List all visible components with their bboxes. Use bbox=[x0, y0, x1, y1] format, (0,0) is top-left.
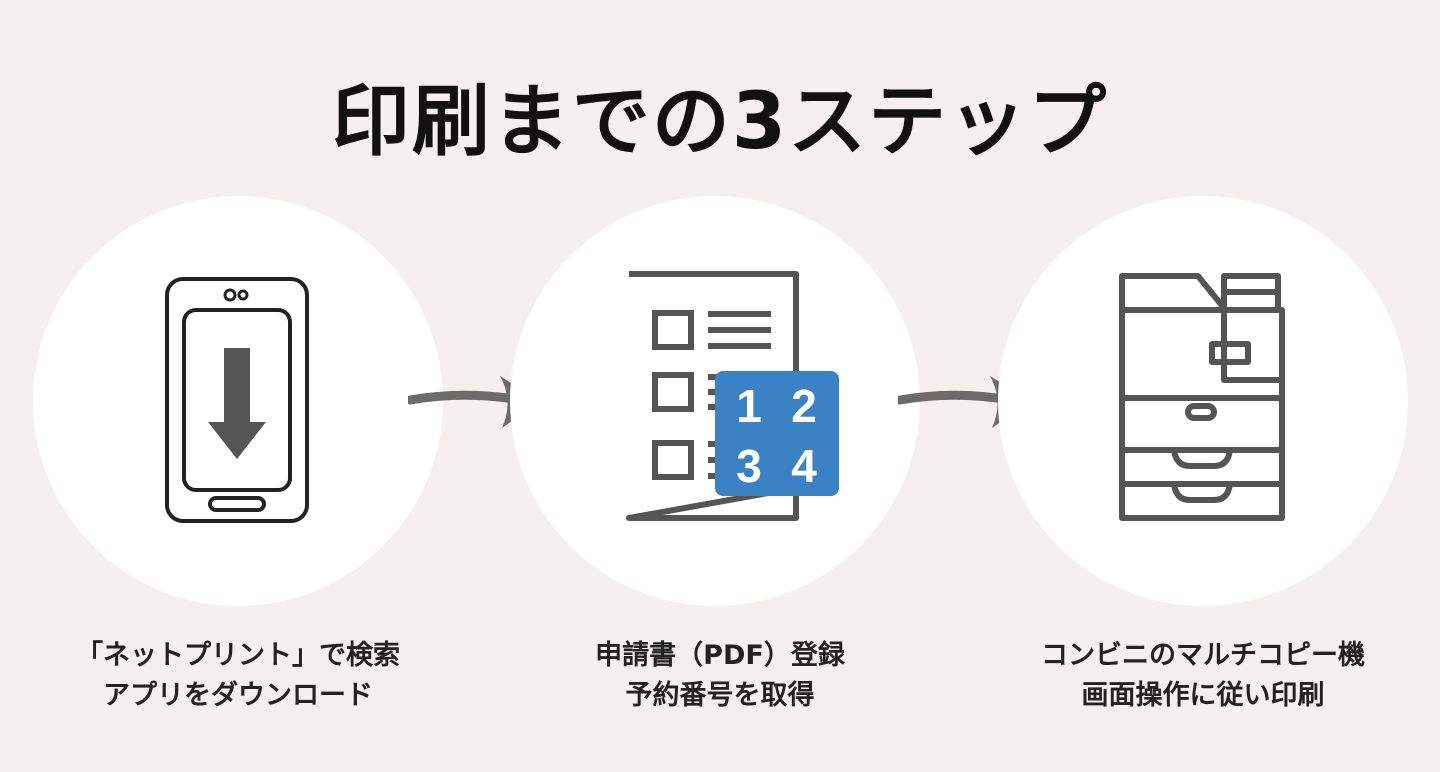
document-outline bbox=[626, 271, 799, 521]
step-1-caption-line-1: 「ネットプリント」で検索 bbox=[76, 640, 400, 671]
badge-digit-3: 3 bbox=[736, 440, 762, 492]
camera-dot-1 bbox=[223, 288, 237, 302]
number-badge bbox=[715, 371, 839, 496]
badge-digit-2: 2 bbox=[791, 380, 817, 432]
phone-screen bbox=[182, 308, 292, 492]
step-3-caption-line-2: 画面操作に従い印刷 bbox=[1081, 680, 1325, 711]
home-button bbox=[208, 496, 266, 512]
multifunction-printer-icon bbox=[1119, 273, 1285, 521]
badge-digit-4: 4 bbox=[791, 440, 817, 492]
step-2-caption: 申請書（PDF）登録 予約番号を取得 bbox=[490, 636, 950, 716]
document-number-icon: 1 2 3 4 bbox=[626, 271, 839, 521]
step-2-caption-line-2: 予約番号を取得 bbox=[625, 680, 815, 711]
step-3-caption-line-1: コンビニのマルチコピー機 bbox=[1041, 640, 1365, 671]
paper-slot bbox=[1185, 403, 1217, 421]
printer-top bbox=[1119, 273, 1281, 313]
phone-body bbox=[165, 277, 309, 523]
camera-dot-2 bbox=[237, 289, 249, 301]
download-arrow bbox=[208, 348, 266, 459]
step-1-caption: 「ネットプリント」で検索 アプリをダウンロード bbox=[8, 636, 468, 716]
smartphone-download-icon bbox=[165, 277, 309, 523]
badge-digit-1: 1 bbox=[736, 380, 762, 432]
step-1-caption-line-2: アプリをダウンロード bbox=[103, 680, 373, 711]
printer-body bbox=[1119, 307, 1285, 521]
step-3-caption: コンビニのマルチコピー機 画面操作に従い印刷 bbox=[973, 636, 1433, 716]
control-panel bbox=[1209, 341, 1251, 365]
page-title: 印刷までの3ステップ bbox=[331, 77, 1109, 167]
step-2-caption-line-1: 申請書（PDF）登録 bbox=[595, 640, 845, 671]
